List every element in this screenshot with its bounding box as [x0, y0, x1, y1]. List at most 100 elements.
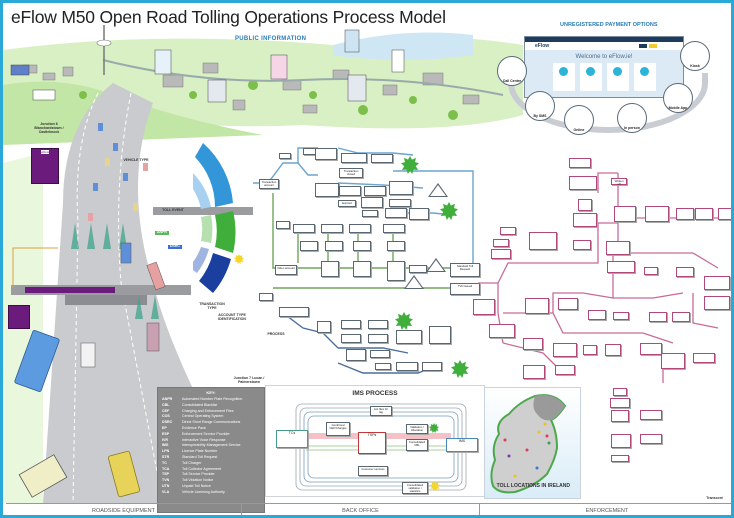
success-star-icon [401, 156, 419, 174]
node-tribunal [661, 353, 685, 369]
lane-enforcement: ENFORCEMENT [585, 507, 629, 514]
node-prior-payment [341, 334, 361, 343]
node-closed [409, 208, 429, 220]
node-statement [371, 154, 393, 163]
key-desc: Direct Short Range Communications [182, 420, 241, 425]
key-desc: Vehicle Licensing Authority [182, 489, 225, 494]
website-card-pay-balance [633, 63, 656, 91]
key-row: VLA Vehicle Licensing Authority [162, 490, 260, 496]
channel-call-centre: Call Centre [497, 56, 527, 86]
key-desc: Central Operating System [182, 414, 224, 419]
node-utn-issued [493, 239, 509, 247]
channel-kiosk: Kiosk [680, 41, 710, 71]
node-tx-closed-a [293, 224, 315, 233]
ims-node-list-files: List files for tag [370, 406, 392, 416]
node-video-account: Video account [275, 265, 297, 275]
ireland-toll-map: TOLL LOCATIONS IN IRELAND [484, 387, 581, 499]
node-charge [409, 265, 427, 273]
node-civil-court [676, 267, 694, 277]
node-tvn-issued: TVN issued [450, 283, 480, 295]
key-abbr: TC [162, 460, 167, 465]
node-disputed [613, 312, 629, 320]
node-tx-closed-e [569, 158, 591, 168]
node-resolved-3 [375, 363, 391, 370]
node-transaction-account: Transaction account [259, 179, 279, 189]
node-unresolved-2 [396, 330, 422, 344]
key-desc: Consolidated Blacklist [182, 402, 218, 407]
node-decision-a [578, 199, 592, 211]
key-desc: Interoperability Management Service [182, 443, 241, 448]
node-dispute [361, 197, 383, 208]
key-abbr: VLA [162, 489, 170, 494]
key-abbr: TVN [162, 478, 170, 483]
node-tx-closed-f [500, 227, 516, 235]
node-unresolved [389, 199, 411, 207]
node-unpaid [573, 240, 591, 250]
key-abbr: IMS [162, 443, 169, 448]
arc-unregistered [199, 253, 231, 293]
toll-info-sign [8, 305, 30, 329]
node-unreg-account [279, 307, 309, 317]
node-unregistered [259, 293, 273, 301]
ims-process-title: IMS PROCESS [352, 390, 398, 397]
key-desc: Toll Service Provider [182, 472, 215, 477]
node-debt-referral [429, 326, 451, 344]
lane-back-office: BACK OFFICE [242, 504, 480, 515]
toll-event-label: TOLL EVENT [162, 208, 184, 212]
website-top-bar [525, 37, 683, 42]
credit-logo: Transcoré [706, 496, 723, 500]
node-tx-closed-g [672, 312, 690, 322]
node-notification [339, 186, 361, 196]
ims-node-consolidated-cbl: Consolidated CBL [406, 439, 428, 451]
ireland-map-shape [490, 394, 567, 494]
node-tx-complete-a [300, 241, 318, 251]
swimlane-footer: ROADSIDE EQUIPMENT BACK OFFICE ENFORCEME… [6, 503, 731, 515]
node-tvn-issued-2 [491, 249, 511, 259]
key-abbr: LPN [162, 449, 170, 454]
node-court-ref [553, 343, 577, 357]
website-nav: eFlow [525, 42, 683, 50]
node-court-action [676, 208, 694, 220]
key-abbr: UTN [162, 483, 170, 488]
enforcement-flow-connectors [478, 172, 723, 383]
key-title: KEY: [206, 390, 216, 395]
node-final-review [605, 344, 621, 356]
node-tx-closed-i [693, 353, 715, 363]
vehicle-type-label: VEHICLE TYPE [123, 158, 149, 162]
process-label: PROCESS [267, 332, 285, 336]
ims-node-consolidated-validation: Consolidated validation / statistics [402, 482, 428, 494]
node-closed-2 [422, 362, 442, 371]
website-welcome-text: Welcome to eFlow.ie! [575, 54, 633, 60]
alert-star-icon [234, 254, 244, 264]
channel-in-person: In person [617, 103, 647, 133]
node-payment-received [385, 208, 407, 218]
lane-roadside-equipment: ROADSIDE EQUIPMENT [6, 504, 242, 515]
node-operator-refers [645, 206, 669, 222]
anpr-label: ANPR [155, 230, 169, 235]
ims-node-tcs: TCs [276, 430, 308, 448]
node-uncollected [368, 320, 388, 329]
public-information-label: PUBLIC INFORMATION [235, 36, 307, 42]
node-court-outcome [610, 398, 630, 408]
key-desc: Enforcement Service Provider [182, 431, 230, 436]
node-payment-received-3 [396, 362, 418, 371]
key-desc: Toll Collector Agreement [182, 466, 221, 471]
node-lpn-paid [606, 241, 630, 255]
node-utn [317, 321, 331, 333]
node-esp-notice [607, 261, 635, 273]
key-desc: Interactive Voice Response [182, 437, 226, 442]
node-utn-escalation [529, 232, 557, 250]
node-dispute-2 [346, 349, 366, 361]
node-transaction-closed: Transaction closed [339, 168, 363, 178]
channel-mobile-app: Mobile App [663, 83, 693, 113]
key-abbr: CEF [162, 408, 170, 413]
node-expired-2 [276, 221, 290, 229]
